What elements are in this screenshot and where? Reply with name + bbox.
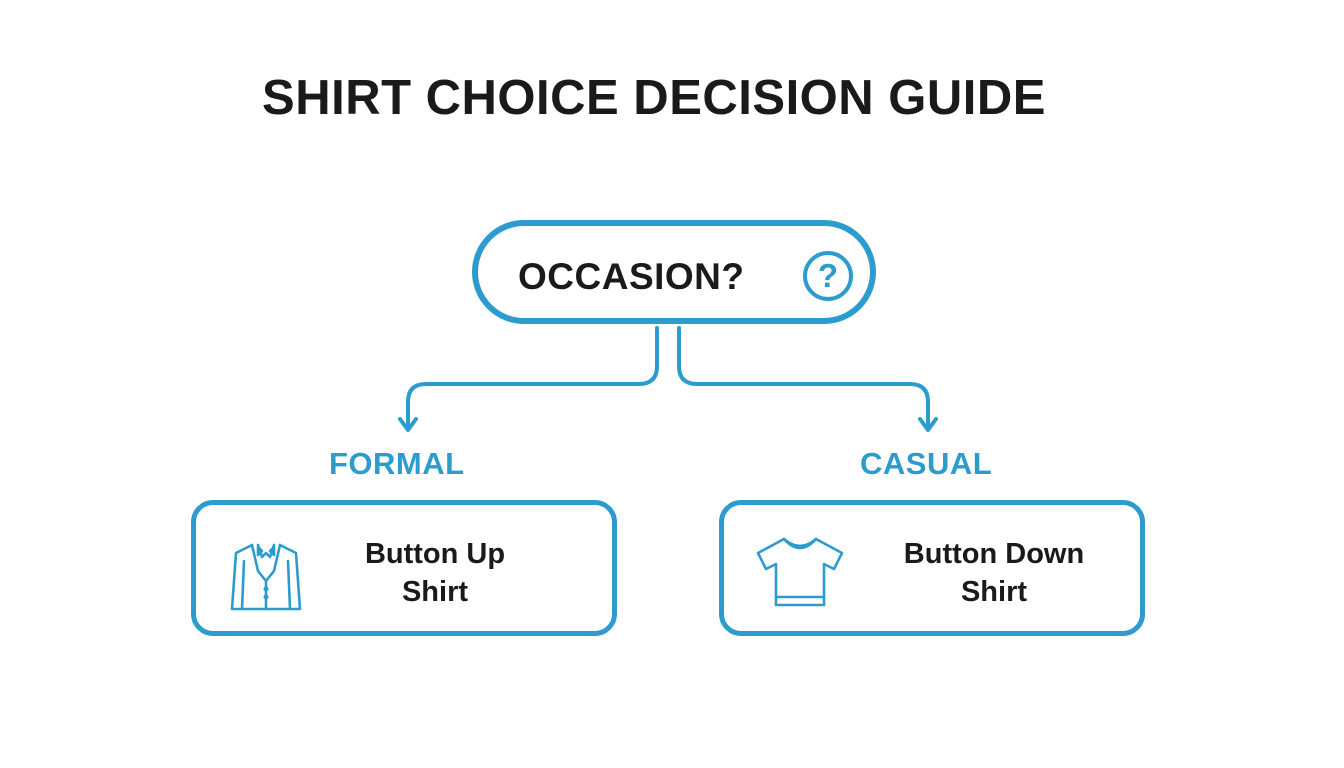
branch-label-formal: FORMAL xyxy=(329,446,465,481)
t-shirt-icon xyxy=(756,537,844,607)
diagram-title: SHIRT CHOICE DECISION GUIDE xyxy=(262,71,1046,125)
branch-label-casual: CASUAL xyxy=(860,446,993,481)
question-label: OCCASION? xyxy=(518,256,745,297)
connector-to-formal xyxy=(406,326,659,430)
option-label-line1: Button Up xyxy=(364,538,506,570)
arrowhead-formal xyxy=(398,417,418,432)
option-button-up-shirt: Button Up Shirt xyxy=(191,500,617,636)
option-label-line2: Shirt xyxy=(401,576,469,608)
option-label-line2: Shirt xyxy=(960,576,1028,608)
question-mark-icon: ? xyxy=(803,251,853,301)
connector-to-casual xyxy=(677,326,930,430)
tuxedo-icon xyxy=(230,543,302,611)
occasion-question-node: OCCASION? ? xyxy=(472,220,876,324)
arrowhead-casual xyxy=(918,417,938,432)
option-button-down-shirt: Button Down Shirt xyxy=(719,500,1145,636)
option-label-line1: Button Down xyxy=(903,538,1085,570)
